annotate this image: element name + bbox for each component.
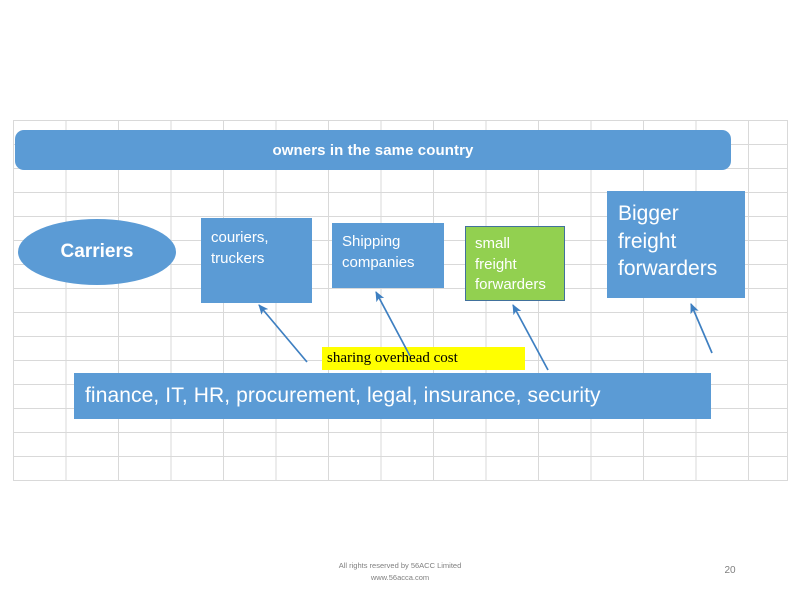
bar-shared-services[interactable]: finance, IT, HR, procurement, legal, ins… [74, 373, 711, 419]
box-bigger-freight-forwarders[interactable]: Bigger freight forwarders [607, 191, 745, 298]
shipping-line-2: companies [342, 254, 415, 272]
footer-copyright: All rights reserved by 56ACC Limited www… [0, 560, 800, 583]
ellipse-carriers[interactable]: Carriers [18, 219, 176, 285]
banner-label: owners in the same country [272, 141, 474, 159]
box-small-freight-forwarders[interactable]: small freight forwarders [465, 226, 565, 301]
footer-line-1: All rights reserved by 56ACC Limited [338, 561, 462, 570]
bigger-forwarders-line-2: freight [618, 229, 677, 253]
couriers-line-1: couriers, [211, 229, 269, 246]
page-number: 20 [724, 565, 736, 576]
box-couriers-truckers[interactable]: couriers, truckers [201, 218, 312, 303]
small-forwarders-line-2: freight [475, 255, 517, 273]
small-forwarders-line-1: small [475, 235, 511, 252]
bigger-forwarders-line-1: Bigger [618, 202, 679, 225]
small-forwarders-line-3: forwarders [475, 276, 546, 294]
couriers-line-2: truckers [211, 250, 265, 268]
carriers-label: Carriers [60, 241, 134, 262]
highlight-sharing-overhead-cost[interactable]: sharing overhead cost [322, 347, 525, 370]
overhead-label: sharing overhead cost [327, 350, 458, 366]
spreadsheet-grid-background [13, 120, 788, 481]
footer-line-2: www.56acca.com [370, 572, 430, 582]
shared-services-label: finance, IT, HR, procurement, legal, ins… [85, 384, 601, 407]
box-shipping-companies[interactable]: Shipping companies [332, 223, 444, 288]
banner-owners-same-country[interactable]: owners in the same country [15, 130, 731, 170]
bigger-forwarders-line-3: forwarders [618, 257, 718, 281]
shipping-line-1: Shipping [342, 233, 401, 250]
